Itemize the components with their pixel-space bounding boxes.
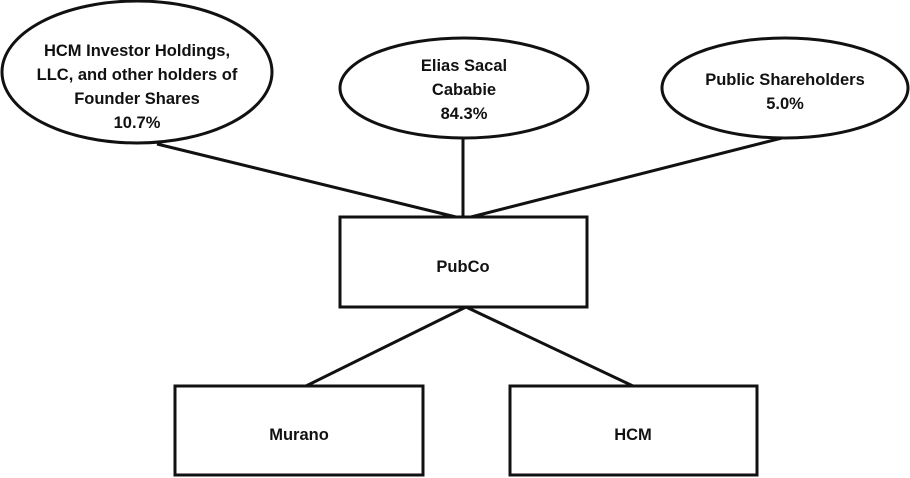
node-elias-sacal-line-2: Cababie [432, 81, 496, 99]
edge-public-shareholders-to-pubco [470, 136, 783, 219]
edge-pubco-to-hcm [465, 305, 634, 388]
node-hcm-label: HCM [614, 426, 652, 444]
node-hcm: HCM [508, 384, 759, 477]
edge-hcm-investor-to-pubco [156, 142, 457, 219]
edge-pubco-to-murano [305, 305, 467, 388]
node-public-shareholders: Public Shareholders 5.0% [660, 36, 910, 140]
node-hcm-shape [508, 384, 759, 477]
node-hcm-investor-line-2: LLC, and other holders of [37, 66, 238, 84]
node-elias-sacal-pct: 84.3% [441, 105, 488, 123]
node-elias-sacal-line-1: Elias Sacal [421, 57, 507, 75]
node-murano-label: Murano [269, 426, 329, 444]
node-elias-sacal: Elias Sacal Cababie 84.3% [338, 36, 590, 140]
node-hcm-investor-pct: 10.7% [114, 114, 161, 132]
node-elias-sacal-shape [338, 36, 590, 140]
node-murano: Murano [173, 384, 425, 477]
node-murano-shape [173, 384, 425, 477]
node-hcm-investor-shape [0, 0, 274, 145]
node-pubco: PubCo [338, 215, 589, 309]
node-hcm-investor: HCM Investor Holdings, LLC, and other ho… [0, 0, 274, 145]
node-public-shareholders-shape [660, 36, 910, 140]
node-public-shareholders-pct: 5.0% [766, 95, 804, 113]
node-pubco-shape [338, 215, 589, 309]
node-hcm-investor-line-3: Founder Shares [74, 90, 200, 108]
node-hcm-investor-line-1: HCM Investor Holdings, [44, 42, 230, 60]
node-pubco-label: PubCo [436, 258, 489, 276]
node-public-shareholders-line-1: Public Shareholders [705, 71, 865, 89]
